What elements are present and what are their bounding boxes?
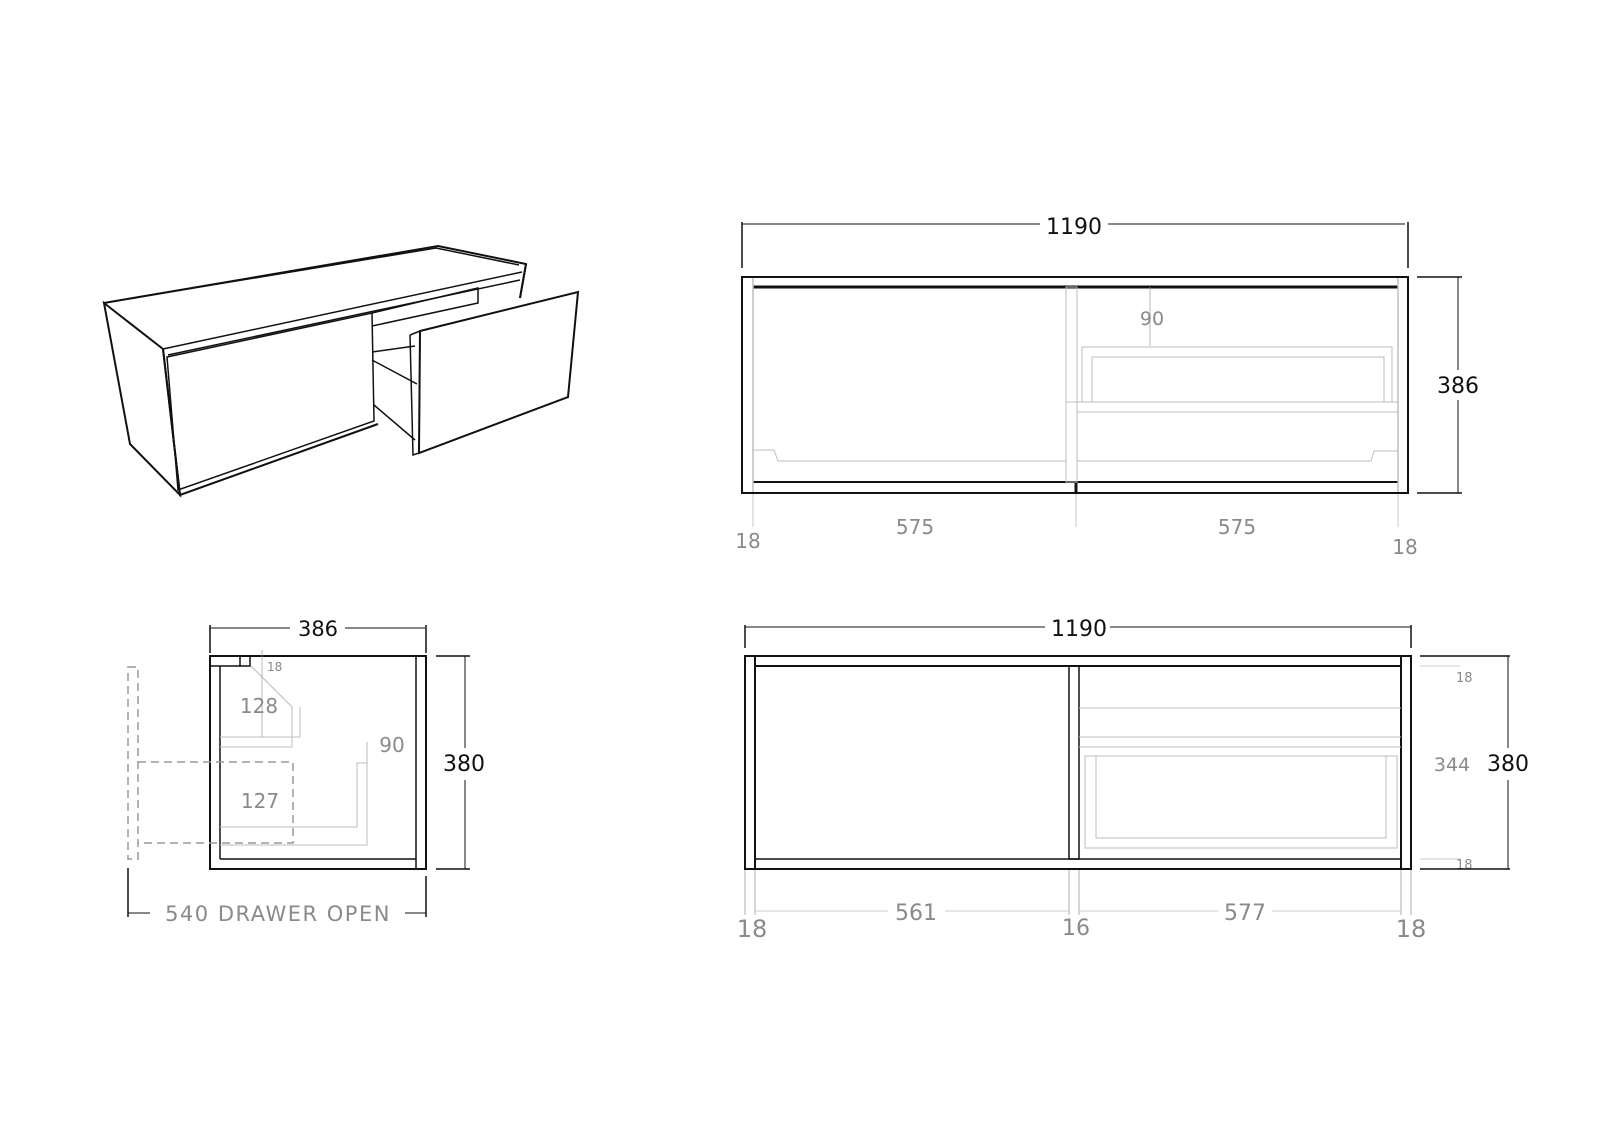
front-width-label: 1190	[1046, 215, 1102, 240]
section-bottom-panel-label: 18	[1456, 858, 1473, 873]
side-lower-internal-label: 127	[241, 789, 279, 813]
section-dim-18-left: 18	[737, 915, 768, 943]
section-height-label: 380	[1487, 752, 1529, 777]
section-dim-561: 561	[895, 901, 937, 926]
side-elevation: 386 18 128 90 127 380 540 DRAWER OPEN	[127, 617, 485, 926]
section-inner-height-label: 344	[1434, 754, 1470, 776]
side-height-label: 380	[443, 752, 485, 777]
isometric-cabinet	[102, 244, 580, 498]
drawer-open-label: 540 DRAWER OPEN	[165, 902, 391, 926]
front-dim-18-left: 18	[735, 529, 760, 553]
side-top-rail-label: 18	[267, 660, 282, 674]
front-dim-575-right: 575	[1218, 515, 1256, 539]
side-drawer-offset-label: 90	[379, 733, 404, 757]
side-upper-internal-label: 128	[240, 694, 278, 718]
section-elevation: 1190 18 18 344 380 18	[737, 617, 1529, 943]
section-dim-577: 577	[1224, 901, 1266, 926]
front-elevation: 1190 90 386 18 575 575 18	[735, 215, 1479, 559]
side-depth-label: 386	[298, 617, 338, 641]
front-dim-575-left: 575	[896, 515, 934, 539]
front-height-label: 386	[1437, 374, 1479, 399]
front-drawer-offset-label: 90	[1140, 308, 1164, 330]
section-width-label: 1190	[1051, 617, 1107, 642]
section-top-panel-label: 18	[1456, 671, 1473, 686]
front-dim-18-right: 18	[1392, 535, 1417, 559]
section-dim-18-right: 18	[1396, 915, 1427, 943]
section-dim-16: 16	[1062, 916, 1090, 941]
